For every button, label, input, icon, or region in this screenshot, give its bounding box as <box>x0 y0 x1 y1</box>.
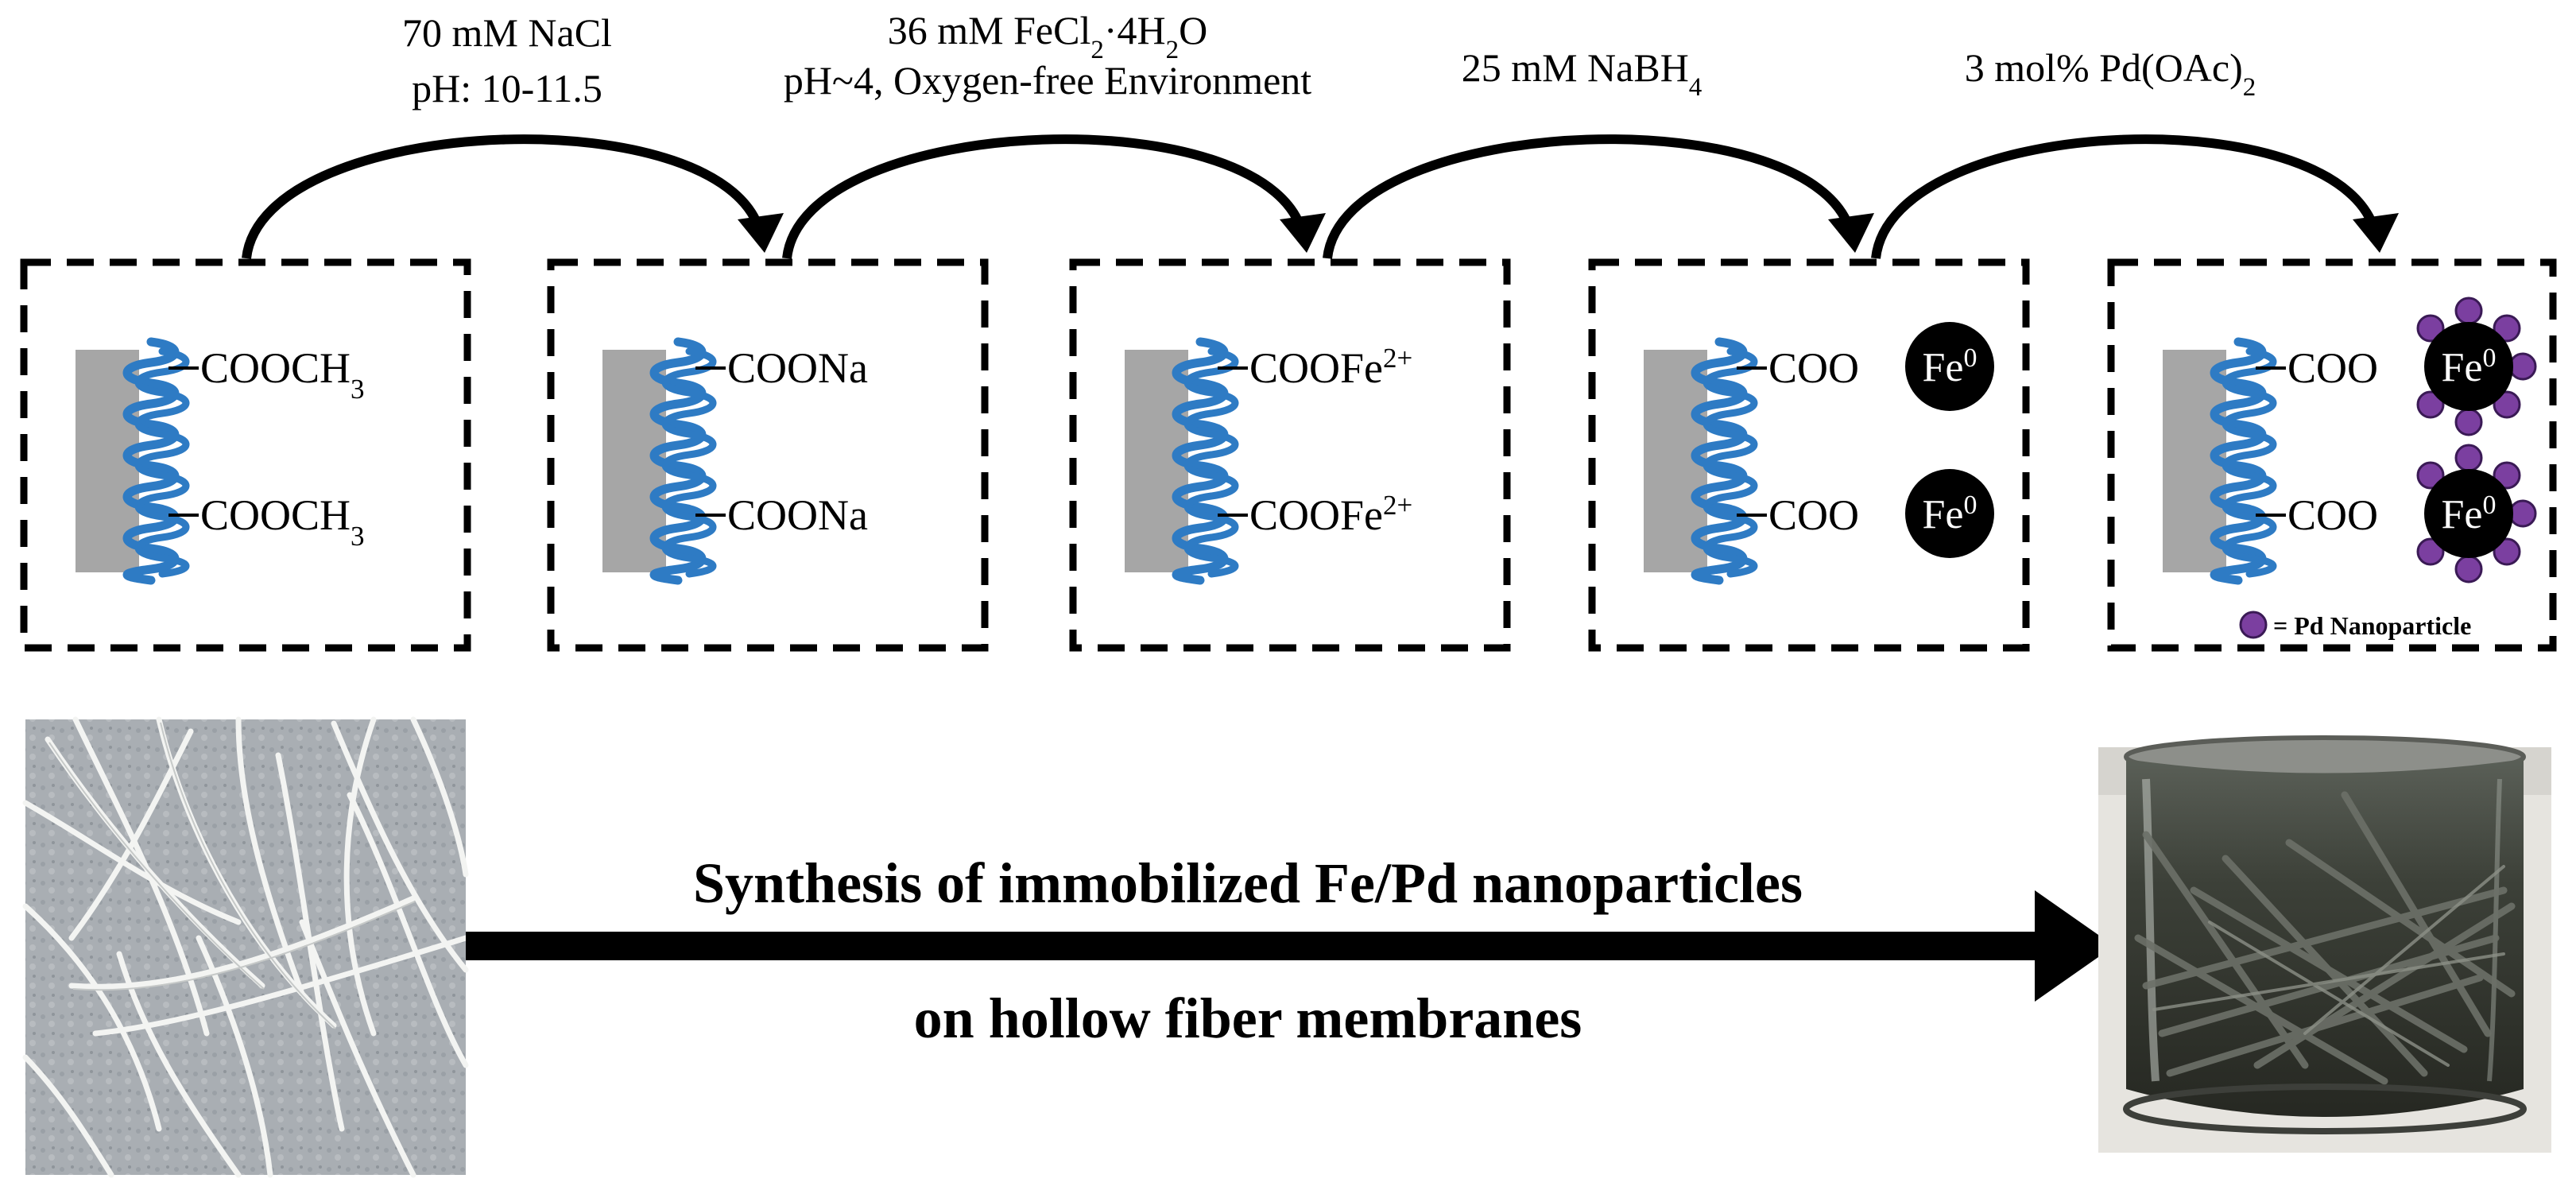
step-box <box>547 258 989 652</box>
polymer-chain-strand <box>2222 347 2277 578</box>
fe-nanoparticle <box>2424 469 2513 558</box>
pd-nanoparticle <box>2493 461 2521 490</box>
reagent-2-line-2: pH~4, Oxygen-free Environment <box>784 58 1311 103</box>
polymer-chain <box>2210 337 2267 585</box>
polymer-chain-strand <box>1702 347 1758 578</box>
caption-line-2: on hollow fiber membranes <box>913 987 1582 1050</box>
pd-legend-icon <box>2239 611 2268 639</box>
reagent-labels: 70 mM NaCl pH: 10-11.5 36 mM FeCl2·4H2OpH~… <box>402 8 2256 110</box>
reagent-2-line-1: 36 mM FeCl2·4H2O <box>888 8 1207 64</box>
polymer-chain <box>649 337 707 585</box>
caption-line-1: Synthesis of immobilized Fe/Pd nanoparti… <box>692 851 1803 915</box>
reaction-arrow-head <box>2353 213 2399 253</box>
pd-nanoparticle <box>2454 408 2483 436</box>
functional-group-label: COOCH3 <box>200 344 365 405</box>
pd-nanoparticle <box>2454 444 2483 472</box>
pd-nanoparticle <box>2454 555 2483 583</box>
treated-fibers-jar-photo <box>2098 735 2551 1153</box>
functional-group-label: COO <box>1768 491 1859 539</box>
pd-nanoparticle <box>2508 352 2537 381</box>
step-panel-3: COOFe2+ COOFe2+ <box>1069 258 1511 652</box>
functional-group-label: COOFe2+ <box>1249 490 1412 540</box>
step-box <box>20 258 471 652</box>
reaction-arrows <box>242 134 2399 259</box>
reaction-arrow-2 <box>782 134 1308 259</box>
functional-group-label: COO <box>1768 344 1859 392</box>
fe-nanoparticle-label: Fe0 <box>1923 343 1978 391</box>
reaction-arrow-head <box>1280 213 1326 253</box>
reaction-arrow-4 <box>1871 134 2381 259</box>
pd-legend: = Pd Nanoparticle <box>2239 611 2471 640</box>
reaction-arrow-head <box>738 213 784 253</box>
pd-legend-label: = Pd Nanoparticle <box>2273 611 2471 640</box>
functional-group-label: COO <box>2287 491 2378 539</box>
polymer-chain <box>122 337 180 585</box>
synthesis-arrow <box>466 890 2114 1002</box>
pd-nanoparticle <box>2508 499 2537 528</box>
fe-nanoparticle <box>1905 322 1994 411</box>
reagent-1-line-1: 70 mM NaCl <box>402 10 612 55</box>
pd-nanoparticle <box>2416 461 2445 490</box>
pd-nanoparticle <box>2454 297 2483 325</box>
reaction-arrow-head <box>1828 213 1874 253</box>
polymer-chain-strand <box>134 347 190 578</box>
pd-nanoparticle <box>2493 314 2521 343</box>
functional-group-label: COONa <box>727 344 868 392</box>
functional-group-label: COOFe2+ <box>1249 343 1412 393</box>
fe-nanoparticle-label: Fe0 <box>2442 490 2497 538</box>
reaction-arrow-3 <box>1323 134 1857 259</box>
reagent-1-line-2: pH: 10-11.5 <box>412 66 602 110</box>
pd-nanoparticle <box>2416 537 2445 566</box>
pd-nanoparticle <box>2416 314 2445 343</box>
polymer-chain <box>1172 337 1229 585</box>
fe-nanoparticle-label: Fe0 <box>2442 343 2497 391</box>
pd-nanoparticle <box>2493 390 2521 419</box>
functional-group-label: COONa <box>727 491 868 539</box>
functional-group-label: COO <box>2287 344 2378 392</box>
raw-fibers-photo <box>22 716 469 1178</box>
fe-nanoparticle <box>2424 322 2513 411</box>
polymer-chain <box>1691 337 1748 585</box>
step-box <box>2107 258 2557 652</box>
pd-nanoparticle <box>2493 537 2521 566</box>
pd-nanoparticle <box>2416 390 2445 419</box>
polymer-chain-strand <box>661 347 717 578</box>
reaction-arrow-1 <box>242 134 766 259</box>
reagent-4-line-1: 3 mol% Pd(OAc)2 <box>1965 45 2256 102</box>
polymer-chain-strand <box>1183 347 1239 578</box>
fe-nanoparticle <box>1905 469 1994 558</box>
functional-group-label: COOCH3 <box>200 491 365 552</box>
reagent-3-line-1: 25 mM NaBH4 <box>1462 45 1702 102</box>
step-box <box>1069 258 1511 652</box>
step-box <box>1588 258 2030 652</box>
fe-nanoparticle-label: Fe0 <box>1923 490 1978 538</box>
